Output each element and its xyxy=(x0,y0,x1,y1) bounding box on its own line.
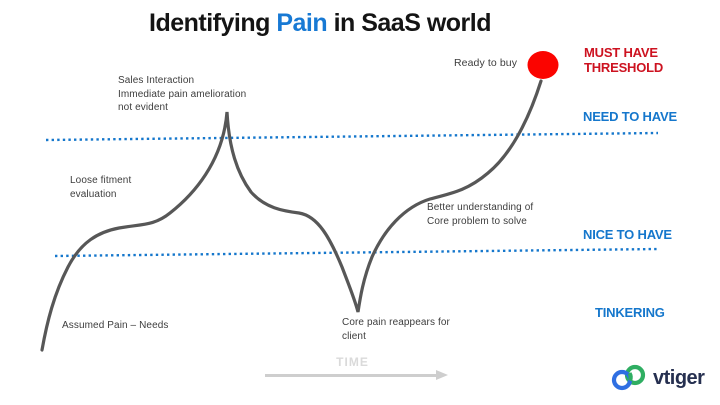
time-axis-label: TIME xyxy=(336,355,369,369)
annotation-core-pain-reappears: Core pain reappears for client xyxy=(342,317,450,342)
annotation-better-understanding: Better understanding of Core problem to … xyxy=(427,202,534,227)
pain-curve xyxy=(40,79,543,352)
title-highlight-pain: Pain xyxy=(276,9,328,37)
nice-to-have-threshold-line xyxy=(54,247,659,258)
annotation-sales-interaction: Sales Interaction Immediate pain amelior… xyxy=(118,75,247,113)
vtiger-logo: vtiger xyxy=(608,362,705,394)
title-part1: Identifying xyxy=(149,9,277,37)
label-need-to-have: NEED TO HAVE xyxy=(583,109,677,124)
label-nice-to-have: NICE TO HAVE xyxy=(583,227,672,242)
time-axis-arrow-line xyxy=(265,374,437,377)
vtiger-logo-text: vtiger xyxy=(653,366,705,389)
title-part2: in SaaS world xyxy=(327,9,492,37)
annotation-ready-to-buy: Ready to buy xyxy=(454,57,518,69)
annotation-assumed-pain: Assumed Pain – Needs xyxy=(62,320,169,331)
need-to-have-threshold-line xyxy=(45,131,659,142)
annotation-loose-fitment: Loose fitment evaluation xyxy=(70,175,132,200)
page-title: Identifying Pain in SaaS world xyxy=(0,9,640,38)
time-axis-arrowhead-icon xyxy=(436,370,448,380)
ready-to-buy-dot xyxy=(527,51,559,79)
label-tinkering: TINKERING xyxy=(595,305,665,320)
label-must-have-threshold: MUST HAVE THRESHOLD xyxy=(584,45,664,75)
vtiger-rings-icon xyxy=(611,364,646,391)
